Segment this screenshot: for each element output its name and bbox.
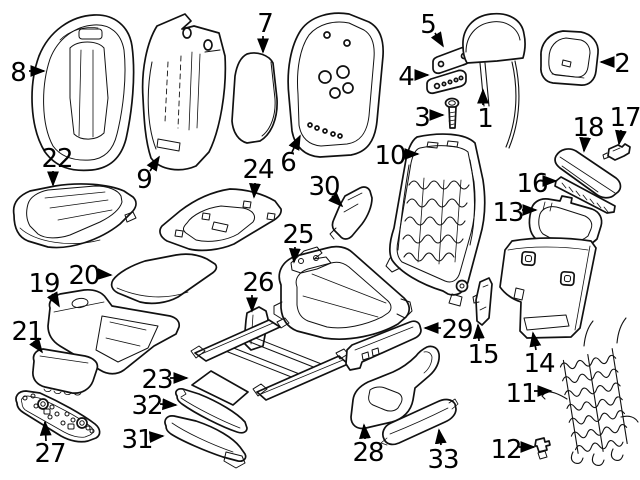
svg-text:18: 18 (572, 113, 603, 143)
part-2-headrest-cover (540, 30, 599, 86)
svg-text:15: 15 (467, 340, 498, 370)
callout-9: 9 (136, 155, 160, 195)
part-18-trim-bar (554, 148, 622, 199)
callout-18: 18 (572, 113, 605, 153)
svg-text:31: 31 (121, 425, 152, 455)
svg-text:11: 11 (505, 379, 536, 409)
svg-text:13: 13 (492, 198, 523, 228)
callout-16: 16 (516, 169, 558, 199)
svg-text:30: 30 (308, 172, 339, 202)
svg-text:1: 1 (477, 104, 493, 134)
callout-5: 5 (420, 10, 444, 48)
callout-17: 17 (609, 103, 640, 146)
callout-3: 3 (414, 103, 445, 133)
svg-text:8: 8 (10, 58, 26, 88)
callouts: 8 22 9 7 6 24 30 5 (10, 9, 640, 475)
callout-32: 32 (131, 391, 178, 421)
part-21-seat-pad (32, 348, 99, 396)
part-12-clip (534, 437, 551, 460)
svg-text:10: 10 (374, 141, 405, 171)
svg-text:26: 26 (242, 268, 273, 298)
part-11-lumbar-wire-mat (541, 317, 639, 466)
part-3-screw (444, 97, 460, 129)
svg-text:33: 33 (427, 445, 458, 475)
callout-11: 11 (505, 379, 553, 409)
svg-text:22: 22 (41, 144, 72, 174)
part-33-side-trim-long (380, 398, 459, 446)
callout-30: 30 (308, 172, 344, 208)
callout-1: 1 (477, 88, 494, 134)
part-20-foam-sheet (110, 253, 218, 305)
svg-text:9: 9 (136, 165, 152, 195)
part-10-backrest-frame (385, 133, 486, 307)
part-32-trim-strip (174, 388, 248, 434)
callout-27: 27 (34, 420, 67, 469)
svg-text:12: 12 (490, 435, 521, 465)
part-19-seat-pan (47, 288, 181, 375)
callout-15: 15 (467, 323, 500, 370)
part-23-fabric-sheet (191, 370, 249, 406)
callout-10: 10 (374, 141, 420, 171)
callout-24: 24 (242, 155, 275, 199)
part-8-backrest-cushion-cover (31, 14, 135, 172)
svg-text:27: 27 (34, 439, 65, 469)
part-4-guide-bracket (426, 69, 467, 95)
part-15-side-panel-small (472, 277, 493, 326)
part-14-backrest-rear-panel (499, 237, 597, 339)
callout-12: 12 (490, 435, 536, 465)
svg-text:28: 28 (352, 438, 383, 468)
callout-23: 23 (141, 365, 189, 395)
callout-29: 29 (423, 315, 474, 345)
svg-text:19: 19 (28, 269, 59, 299)
svg-text:14: 14 (523, 349, 555, 379)
svg-text:21: 21 (11, 317, 42, 347)
svg-text:16: 16 (516, 169, 547, 199)
svg-text:29: 29 (441, 315, 472, 345)
svg-text:17: 17 (609, 103, 640, 133)
part-17-clip-small (602, 143, 631, 161)
part-9-backrest-panel (141, 13, 227, 171)
svg-text:7: 7 (257, 9, 273, 39)
callout-14: 14 (523, 331, 556, 379)
callout-19: 19 (28, 269, 61, 308)
part-30-side-bracket (329, 186, 373, 240)
callout-33: 33 (427, 428, 460, 475)
callout-28: 28 (352, 423, 385, 468)
part-7-backrest-trim-panel (231, 52, 278, 144)
svg-text:24: 24 (242, 155, 274, 185)
part-6-backrest-cover-shell (287, 12, 384, 158)
part-31-lower-trim (164, 415, 247, 469)
callout-20: 20 (68, 261, 113, 291)
part-28-side-shield (350, 345, 440, 430)
callout-4: 4 (398, 62, 430, 92)
svg-text:23: 23 (141, 365, 172, 395)
callout-13: 13 (492, 198, 538, 228)
svg-text:3: 3 (414, 103, 430, 133)
part-1-headrest (462, 12, 526, 149)
svg-text:32: 32 (131, 391, 162, 421)
part-24-seat-base-panel (159, 188, 282, 252)
callout-25: 25 (282, 220, 315, 264)
callout-26: 26 (242, 268, 275, 313)
svg-text:5: 5 (420, 10, 436, 40)
svg-text:25: 25 (282, 220, 313, 250)
svg-text:20: 20 (68, 261, 99, 291)
svg-text:6: 6 (280, 148, 296, 178)
callout-22: 22 (41, 144, 74, 187)
svg-text:2: 2 (614, 49, 630, 79)
callout-31: 31 (121, 425, 165, 455)
part-13-trim-cover (528, 195, 603, 251)
part-29-rail-cover (345, 320, 422, 371)
callout-21: 21 (11, 317, 44, 354)
part-27-switch-panel (15, 390, 101, 443)
part-22-seat-cushion (12, 183, 137, 249)
callout-8: 8 (10, 58, 46, 88)
callout-2: 2 (599, 49, 631, 79)
svg-text:4: 4 (398, 62, 414, 92)
callout-6: 6 (280, 134, 301, 178)
callout-7: 7 (257, 9, 274, 54)
